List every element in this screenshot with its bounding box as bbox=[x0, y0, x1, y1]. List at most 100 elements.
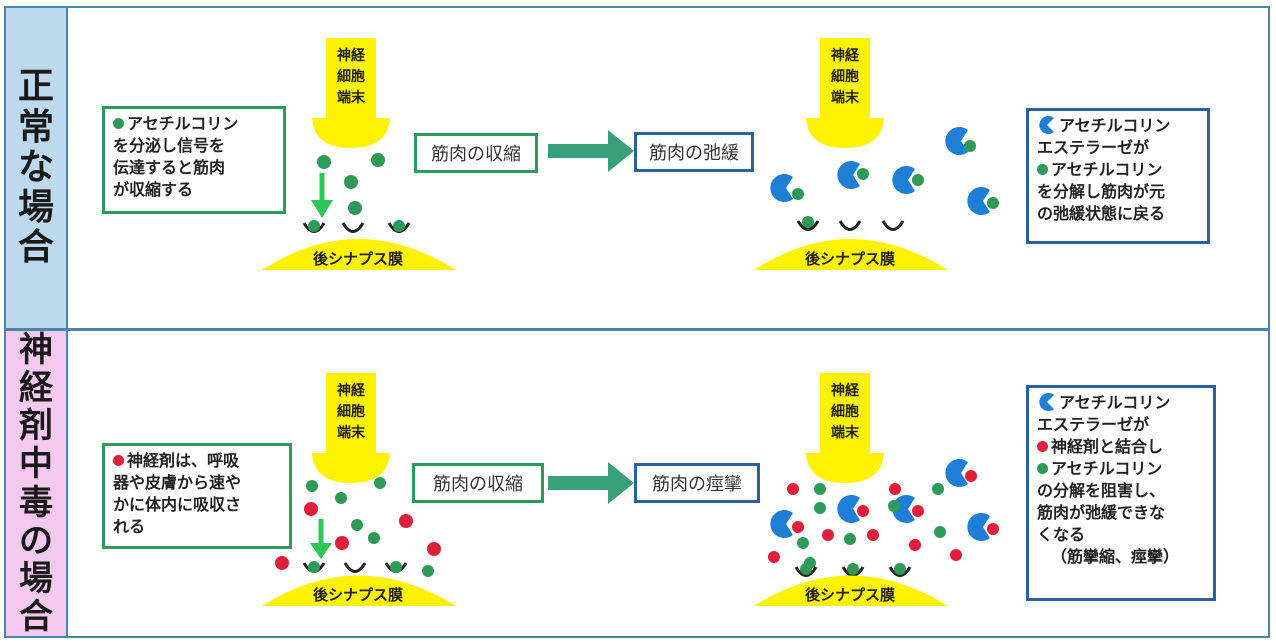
acetylcholine-molecule bbox=[317, 155, 331, 169]
nerve-label-line: 神経 bbox=[831, 383, 859, 399]
nerve-label-line: 端末 bbox=[337, 425, 365, 441]
acetylcholine-molecule bbox=[932, 483, 944, 495]
transition-arrow-shaft bbox=[548, 476, 610, 490]
transition-arrow-head bbox=[608, 462, 634, 504]
explanation-line: 器や皮膚から速や bbox=[113, 473, 242, 492]
bound-nerve-agent bbox=[792, 521, 804, 533]
bound-acetylcholine bbox=[393, 220, 405, 232]
explanation-text: 神経剤は、呼吸 bbox=[127, 451, 240, 470]
nerve-label-line: 神経 bbox=[337, 48, 365, 64]
relaxation-label-box: 筋肉の弛緩 bbox=[634, 132, 754, 172]
explanation-line: 神経剤は、呼吸 bbox=[113, 450, 281, 472]
acetylcholine-dot-icon bbox=[1037, 463, 1048, 474]
transition-arrow-head bbox=[608, 130, 634, 172]
acetylcholine-molecule bbox=[374, 477, 386, 489]
explanation-line: れる bbox=[113, 517, 146, 536]
section-label-normal-char: 正 bbox=[17, 66, 54, 108]
nerve-terminal-bulb bbox=[312, 118, 390, 148]
enzyme-note-line: アセチルコリン bbox=[1037, 115, 1199, 137]
enzyme-note-text: アセチルコリン bbox=[1051, 459, 1163, 478]
receptor bbox=[888, 566, 912, 577]
release-arrow-head bbox=[310, 543, 332, 559]
explanation-line: かに体内に吸収さ bbox=[113, 495, 242, 514]
acetylcholine-molecule bbox=[814, 502, 826, 514]
nerve-agent-molecule bbox=[889, 483, 901, 495]
nerve-terminal-bulb bbox=[312, 453, 390, 483]
acetylcholine-molecule bbox=[792, 188, 804, 200]
enzyme-group bbox=[770, 126, 999, 215]
acetylcholine-molecule bbox=[348, 201, 362, 215]
postsynaptic-membrane bbox=[754, 575, 948, 606]
section-label-normal-char: 場 bbox=[17, 187, 54, 229]
receptor bbox=[341, 222, 365, 233]
section-label-poison-char: 中 bbox=[19, 444, 53, 485]
bound-nerve-agent bbox=[987, 523, 999, 535]
acetylcholine-molecule bbox=[987, 197, 999, 209]
nerve-agent-molecule bbox=[275, 556, 289, 570]
enzyme bbox=[967, 513, 990, 541]
receptor bbox=[343, 562, 367, 573]
postsynaptic-membrane bbox=[262, 575, 456, 606]
nerve-agent-molecule bbox=[335, 536, 349, 550]
acetylcholine-molecule bbox=[912, 174, 924, 186]
nerve-agent-molecule bbox=[822, 529, 834, 541]
normal-panel: 神経 細胞 端末 神経 細胞 端末 後シナプス膜 後シナプス膜 アセチルコリン … bbox=[68, 8, 1268, 328]
enzyme-note-line: アセチルコリン bbox=[1037, 392, 1205, 414]
nerve-label-line: 端末 bbox=[831, 90, 859, 106]
receptor bbox=[794, 566, 818, 577]
acetylcholine-molecule bbox=[888, 500, 900, 512]
section-label-normal-char: 合 bbox=[17, 227, 54, 269]
bound-acetylcholine bbox=[308, 220, 320, 232]
section-label-poison-char: 合 bbox=[19, 596, 53, 637]
enzyme-note-text: アセチルコリン bbox=[1051, 160, 1163, 179]
contraction-label-box: 筋肉の収縮 bbox=[412, 463, 544, 503]
membrane-label: 後シナプス膜 bbox=[312, 250, 403, 268]
section-label-poison-char: 場 bbox=[19, 558, 53, 599]
enzyme-note-line: アセチルコリン bbox=[1037, 458, 1205, 480]
membrane-label: 後シナプス膜 bbox=[312, 586, 403, 604]
section-label-poison-char: 神 bbox=[19, 330, 53, 371]
nerve-agent-dot-icon bbox=[113, 455, 124, 466]
acetylcholine-molecule bbox=[335, 492, 347, 504]
acetylcholine-dot-icon bbox=[1037, 164, 1048, 175]
enzyme-note-line: を分解し筋肉が元 bbox=[1037, 182, 1166, 201]
nerve-agent-molecule bbox=[427, 542, 441, 556]
nerve-label-line: 神経 bbox=[337, 383, 365, 399]
bound-acetylcholine bbox=[802, 216, 814, 228]
acetylcholine-molecule bbox=[371, 153, 385, 167]
enzyme bbox=[837, 161, 860, 189]
explanation-line: を分泌し信号を bbox=[113, 136, 226, 155]
nerve-agent-dot-icon bbox=[1037, 441, 1048, 452]
acetylcholine-molecule bbox=[306, 480, 318, 492]
acetylcholine-molecule bbox=[351, 519, 363, 531]
nerve-terminal-bulb bbox=[806, 453, 884, 483]
postsynaptic-membrane bbox=[754, 239, 948, 270]
nerve-agent-molecule bbox=[867, 529, 879, 541]
nerve-terminal-label: 神経 細胞 端末 bbox=[825, 46, 865, 109]
nerve-agent-molecule bbox=[399, 514, 413, 528]
acetylcholine-molecule bbox=[964, 140, 976, 152]
enzyme-note-text: アセチルコリン bbox=[1059, 116, 1171, 135]
poison-panel: 神経 細胞 端末 神経 細胞 端末 後シナプス膜 後シナプス膜 神経剤は、呼吸 … bbox=[68, 331, 1268, 636]
release-arrow-head bbox=[311, 200, 333, 218]
enzyme-note-line: （筋攣縮、痙攣） bbox=[1051, 547, 1180, 566]
nerve-agent-molecule bbox=[909, 539, 921, 551]
bound-acetylcholine bbox=[800, 563, 812, 575]
bound-acetylcholine bbox=[308, 561, 320, 573]
enzyme bbox=[837, 495, 860, 523]
bound-nerve-agent bbox=[912, 505, 924, 517]
enzyme-note-line: の弛緩状態に戻る bbox=[1037, 204, 1166, 223]
acetylcholine-molecule bbox=[814, 483, 826, 495]
nerve-label-line: 細胞 bbox=[831, 69, 859, 85]
nerve-label-line: 端末 bbox=[337, 90, 365, 106]
bound-acetylcholine bbox=[894, 563, 906, 575]
enzyme-note-line: 神経剤と結合し bbox=[1037, 436, 1205, 458]
nerve-agent-molecule bbox=[768, 551, 780, 563]
nerve-terminal-bulb bbox=[806, 118, 884, 148]
bound-acetylcholine bbox=[390, 561, 402, 573]
nerve-terminal-stem bbox=[820, 38, 870, 123]
enzyme-icon bbox=[1039, 392, 1054, 411]
section-label-poison-char: の bbox=[19, 520, 53, 561]
nerve-terminal-label: 神経 細胞 端末 bbox=[331, 381, 371, 444]
nerve-terminal-label: 神経 細胞 端末 bbox=[825, 381, 865, 444]
